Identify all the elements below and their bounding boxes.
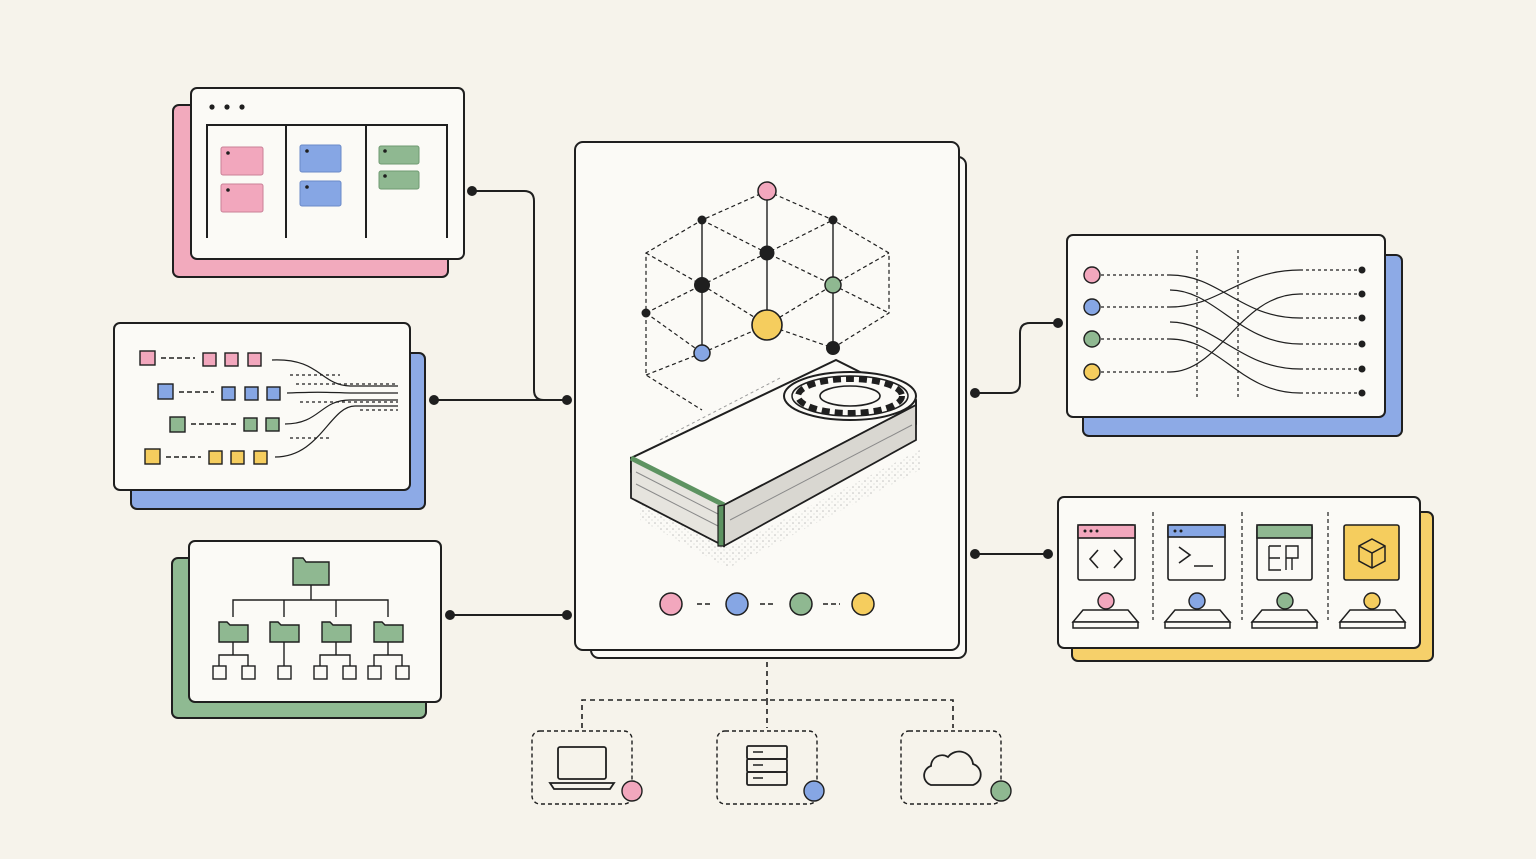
connector-kanban (472, 190, 567, 401)
queue-square-icon (139, 350, 281, 465)
queue-panel (113, 322, 426, 510)
folder-tree-panel (171, 540, 442, 719)
code-brackets-icon (1077, 524, 1136, 581)
routing-lines-icon (1083, 250, 1366, 400)
cloud-icon (923, 750, 982, 786)
status-dot-green (789, 592, 813, 616)
status-dot-pink (659, 592, 683, 616)
kanban-card-icon (220, 144, 420, 213)
target-laptop (531, 730, 643, 805)
pedestals (1071, 609, 1407, 629)
fan-icon (783, 371, 917, 421)
stream-routing-panel (1066, 234, 1403, 437)
deploy-targets (531, 730, 1012, 805)
laptop-icon (548, 746, 616, 790)
layout-icon (1256, 524, 1313, 581)
connectors (429, 186, 1063, 728)
status-dot-yellow (851, 592, 875, 616)
tool-cards-panel (1057, 496, 1434, 662)
node-graph-icon (641, 181, 890, 411)
terminal-icon (1167, 524, 1226, 581)
status-dots (659, 592, 875, 616)
server-icon (746, 745, 788, 786)
status-dot-blue (725, 592, 749, 616)
folder-icon (218, 557, 404, 643)
central-accelerator-panel (574, 141, 967, 659)
cube-icon (1343, 524, 1400, 581)
window-dots-icon (209, 104, 245, 110)
target-cloud (900, 730, 1012, 805)
file-square-icon (212, 665, 410, 680)
kanban-panel (172, 87, 465, 278)
connector-streams (975, 322, 1058, 394)
target-server (716, 730, 825, 805)
